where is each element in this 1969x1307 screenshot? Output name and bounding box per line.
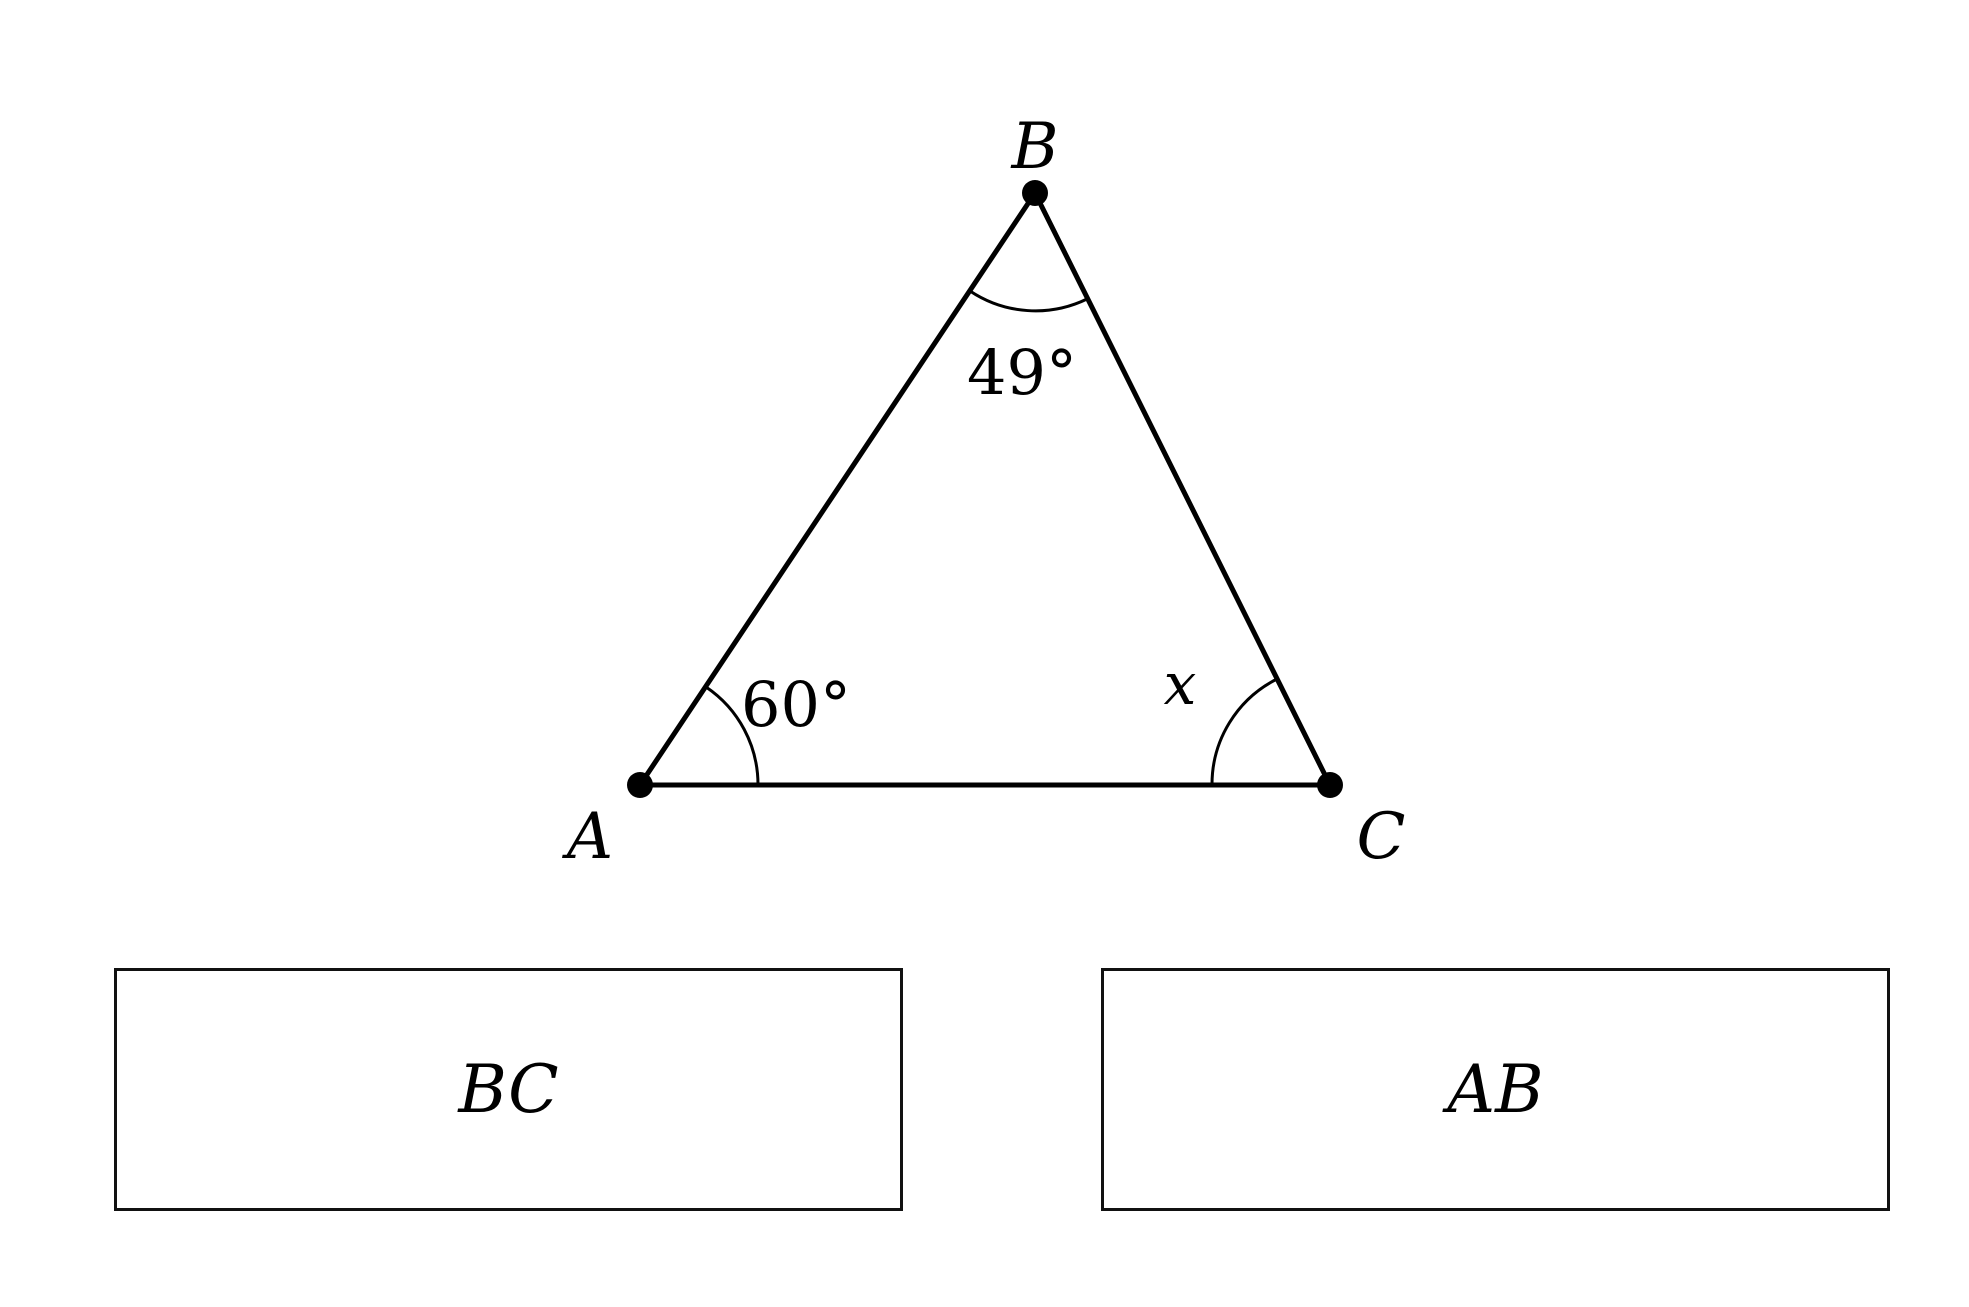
angle-arc-a <box>705 685 760 786</box>
angle-label-c: x <box>1164 650 1197 718</box>
vertex-label-c: C <box>1357 800 1406 874</box>
vertex-points <box>627 180 1343 798</box>
angle-label-b: 49° <box>967 336 1077 409</box>
vertex-point-c <box>1317 772 1343 798</box>
vertex-label-b: B <box>1010 110 1058 184</box>
side-bc <box>1032 190 1333 788</box>
answer-option-label: BC <box>458 1051 559 1128</box>
vertex-label-a: A <box>562 800 613 874</box>
answer-option-ab[interactable]: AB <box>1101 968 1890 1211</box>
answer-option-bc[interactable]: BC <box>114 968 903 1211</box>
angle-arc-c <box>1210 677 1278 786</box>
vertex-point-b <box>1022 180 1048 206</box>
triangle-sides <box>637 190 1333 788</box>
side-ab <box>637 190 1038 788</box>
angle-arc-b <box>969 289 1088 313</box>
vertex-point-a <box>627 772 653 798</box>
angle-label-a: 60° <box>741 668 851 741</box>
angle-arcs <box>705 289 1278 786</box>
answer-option-label: AB <box>1447 1051 1544 1128</box>
